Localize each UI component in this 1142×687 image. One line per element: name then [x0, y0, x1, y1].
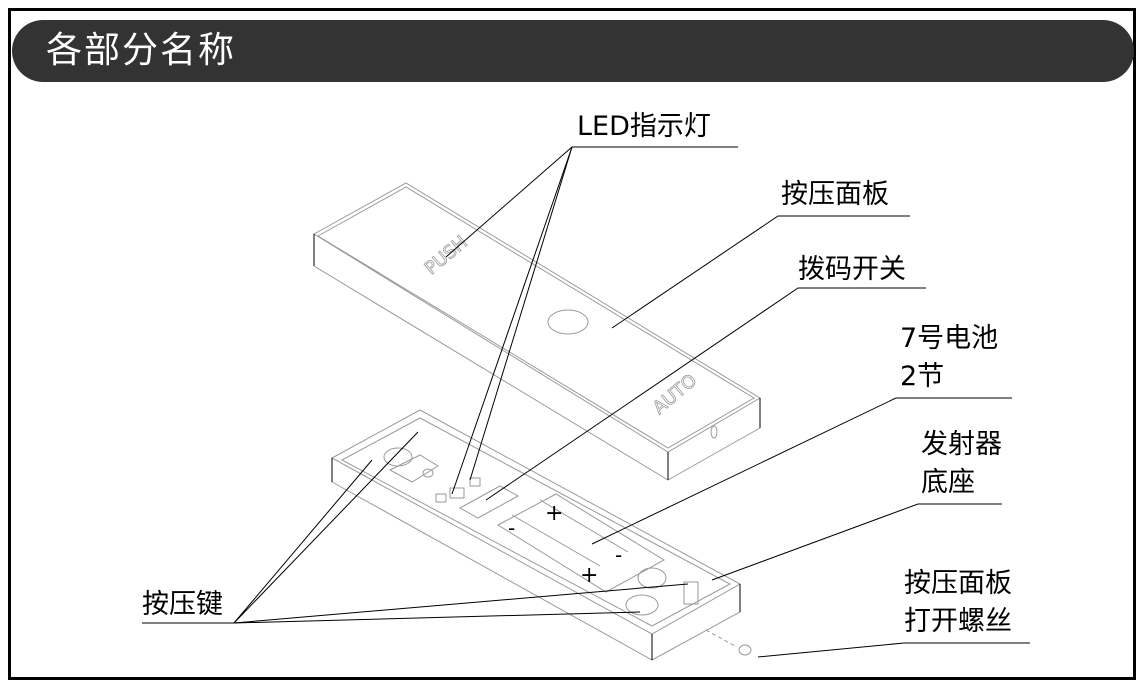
diagram-frame [8, 8, 1136, 680]
battery-plus-1: + [545, 501, 563, 526]
push-text: PUSH [421, 232, 472, 280]
leader-screw [757, 642, 1030, 658]
leader-battery [591, 397, 1012, 545]
label-base-line1: 发射器 [921, 429, 1002, 460]
leader-base [711, 503, 1002, 581]
leader-key-2 [233, 459, 373, 624]
label-dip-switch: 拨码开关 [798, 254, 906, 285]
leader-led-1 [445, 146, 738, 258]
battery-minus-1: - [508, 516, 515, 540]
transmitter-base [330, 409, 752, 661]
label-battery-line2: 2节 [900, 361, 945, 392]
leader-dip [485, 287, 926, 501]
leader-led-3 [469, 146, 573, 481]
label-led-indicator: LED指示灯 [577, 111, 711, 142]
press-panel [313, 182, 761, 481]
leader-led-2 [451, 146, 573, 495]
label-press-keys: 按压键 [142, 589, 223, 620]
leader-panel [611, 215, 910, 329]
page-title: 各部分名称 [46, 30, 237, 71]
label-screw-line1: 按压面板 [904, 568, 1012, 599]
label-screw-line2: 打开螺丝 [904, 606, 1012, 637]
label-base-line2: 底座 [921, 467, 975, 498]
auto-text: AUTO [649, 370, 701, 419]
leader-lines [142, 146, 1030, 658]
label-battery-line1: 7号电池 [900, 323, 999, 354]
label-press-panel: 按压面板 [781, 179, 889, 210]
leader-key-4 [233, 611, 641, 624]
header-bar [12, 20, 1134, 82]
battery-plus-2: + [580, 563, 598, 588]
battery-minus-2: - [615, 543, 622, 567]
leader-key-3 [233, 583, 689, 624]
